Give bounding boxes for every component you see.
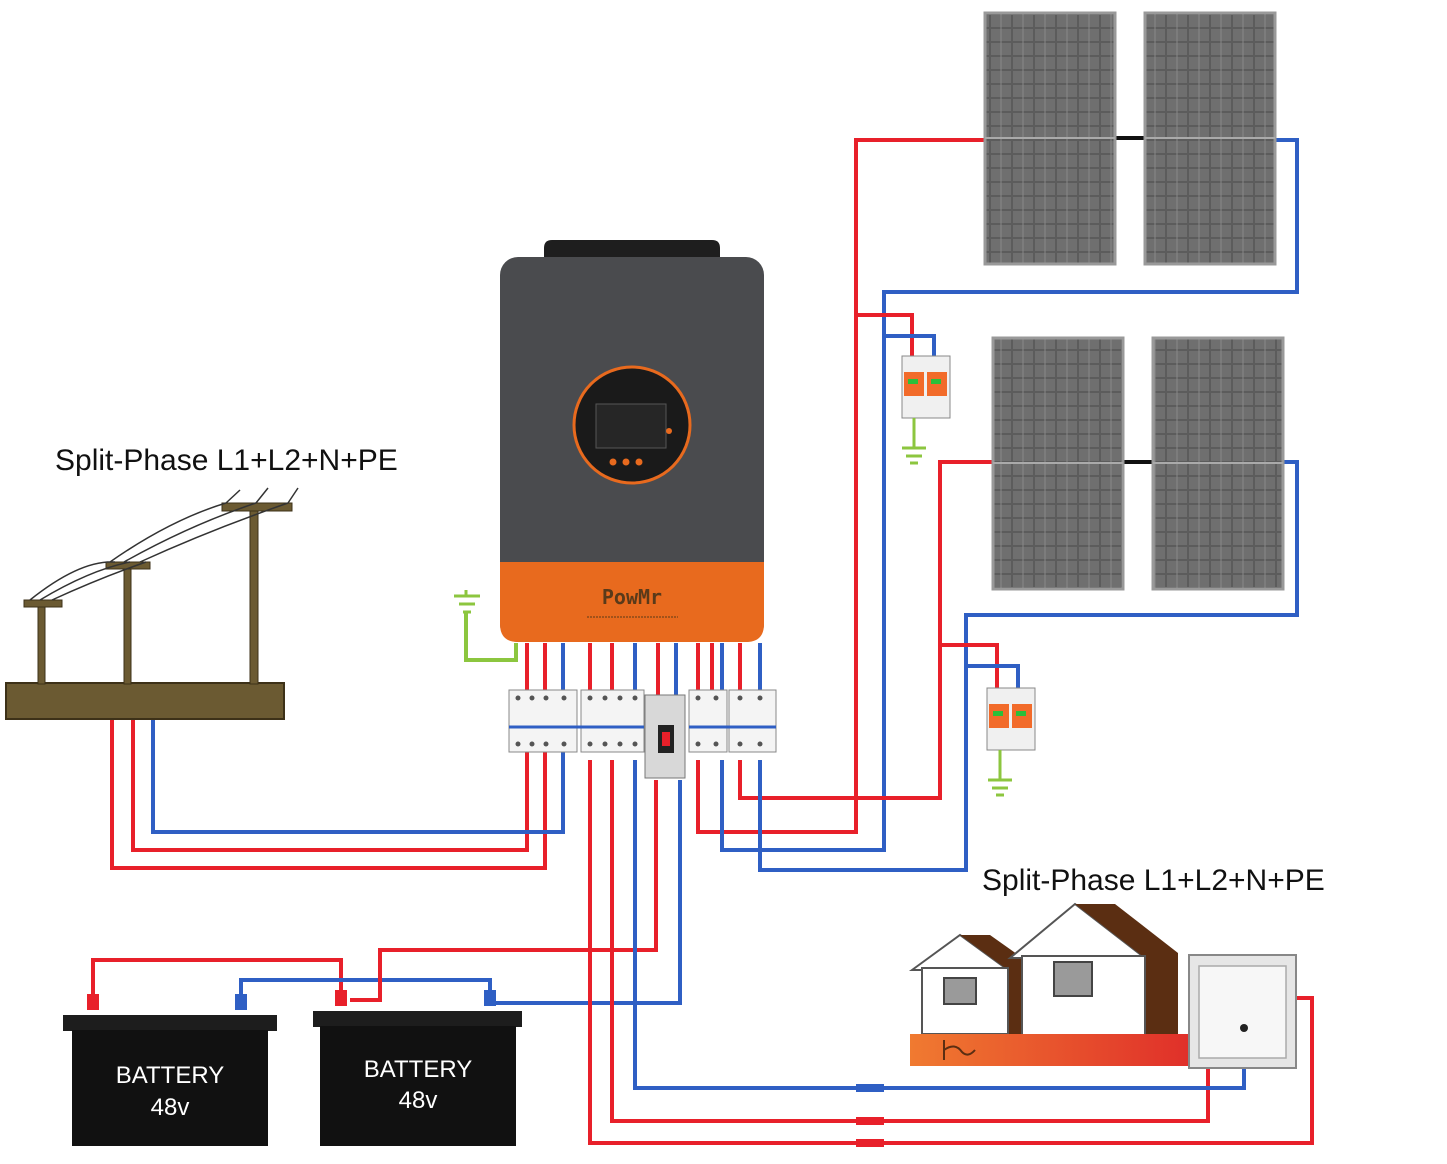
spd1-neg-wire xyxy=(884,334,936,356)
house-base-slab xyxy=(910,1034,1188,1066)
load-wire-l1 xyxy=(588,760,1314,1145)
grid-wire-n xyxy=(151,700,565,834)
battery-2-pos-terminal xyxy=(335,990,347,1006)
inverter-drops-neg xyxy=(561,643,762,700)
house-large-roof-dark xyxy=(1075,904,1178,1035)
pole-right-arm xyxy=(221,502,293,512)
grid-wire-l2 xyxy=(131,700,529,852)
battery-1-body xyxy=(72,1030,268,1146)
ground-spd-1 xyxy=(902,418,926,465)
battery-2-neg-terminal xyxy=(484,990,496,1006)
battery-pos-wire-b xyxy=(350,780,658,1002)
house-logo-mark xyxy=(943,1040,976,1060)
spd2-pos-wire xyxy=(940,643,999,688)
inverter-handle xyxy=(544,240,720,262)
display-screen xyxy=(595,403,667,449)
breaker-battery-toggle xyxy=(662,732,670,746)
circuit-breaker-icon xyxy=(508,689,777,779)
inverter-drops xyxy=(525,643,742,700)
spd-2-indicator-a xyxy=(993,711,1003,716)
inverter-brand: PowMr xyxy=(602,585,662,609)
battery-1-lid xyxy=(63,1015,277,1031)
ground-slab xyxy=(5,682,285,720)
distribution-box-icon xyxy=(1188,954,1297,1069)
spd1-pos-wire xyxy=(856,313,914,356)
button-1-icon[interactable] xyxy=(609,458,617,466)
ground-spd-2 xyxy=(988,750,1012,797)
pv1-pos-wire xyxy=(696,138,985,834)
battery-1-neg-terminal xyxy=(235,994,247,1010)
house-large-window xyxy=(1053,961,1093,997)
ground-inverter xyxy=(454,590,480,614)
battery-icon: BATTERY 48v BATTERY 48v xyxy=(63,990,522,1146)
dist-box-inner xyxy=(1198,965,1287,1059)
pole-left-arm xyxy=(23,599,63,608)
grid-label: Split-Phase L1+L2+N+PE xyxy=(55,444,398,477)
breaker-pv1 xyxy=(688,689,728,753)
spd-1-indicator-a xyxy=(908,379,918,384)
load-fuse-markers xyxy=(856,1084,884,1147)
breaker-terminals xyxy=(515,695,763,747)
battery-neg-wire-b xyxy=(490,780,682,1005)
battery-1-voltage: 48v xyxy=(151,1094,190,1121)
pv2-pos-wire xyxy=(738,460,996,800)
pole-mid xyxy=(123,565,132,685)
battery-neg-wire-a xyxy=(239,978,492,1000)
battery-2: BATTERY 48v xyxy=(313,990,522,1146)
house-small-roof-dark xyxy=(960,935,1028,1035)
button-3-icon[interactable] xyxy=(635,458,643,466)
solar-panel-icon xyxy=(983,11,1285,591)
pole-left xyxy=(37,603,46,685)
battery-2-label: BATTERY xyxy=(364,1056,472,1083)
spd-1-indicator-b xyxy=(931,379,941,384)
spd2-neg-wire xyxy=(966,664,1020,688)
breaker-pv2 xyxy=(728,689,777,753)
surge-protector-icon xyxy=(901,355,1036,751)
power-lines xyxy=(29,487,299,601)
ground-icon xyxy=(454,418,1012,797)
pv1-neg-wire xyxy=(720,138,1299,852)
grid-wire-l1 xyxy=(110,700,547,870)
dist-box-terminal xyxy=(1240,1024,1248,1032)
battery-1-label: BATTERY xyxy=(116,1062,224,1089)
load-label: Split-Phase L1+L2+N+PE xyxy=(982,864,1325,897)
pole-right xyxy=(249,507,259,685)
battery-2-body xyxy=(320,1026,516,1146)
house-small-window xyxy=(943,977,977,1005)
utility-pole-icon xyxy=(5,487,299,720)
house-icon xyxy=(908,902,1188,1066)
battery-1: BATTERY 48v xyxy=(63,994,277,1146)
battery-2-voltage: 48v xyxy=(399,1087,438,1114)
pv2-neg-wire xyxy=(758,460,1299,872)
inverter: PowMr xyxy=(500,240,764,642)
battery-2-lid xyxy=(313,1011,522,1027)
status-led-icon xyxy=(666,428,672,434)
spd-2-indicator-b xyxy=(1016,711,1026,716)
inverter-ground-wire xyxy=(464,612,518,662)
inverter-accent-band xyxy=(500,562,764,642)
battery-1-pos-terminal xyxy=(87,994,99,1010)
button-2-icon[interactable] xyxy=(622,458,630,466)
breaker-load xyxy=(580,689,645,753)
breaker-grid xyxy=(508,689,578,753)
pv-panel-midlines xyxy=(985,137,1283,464)
